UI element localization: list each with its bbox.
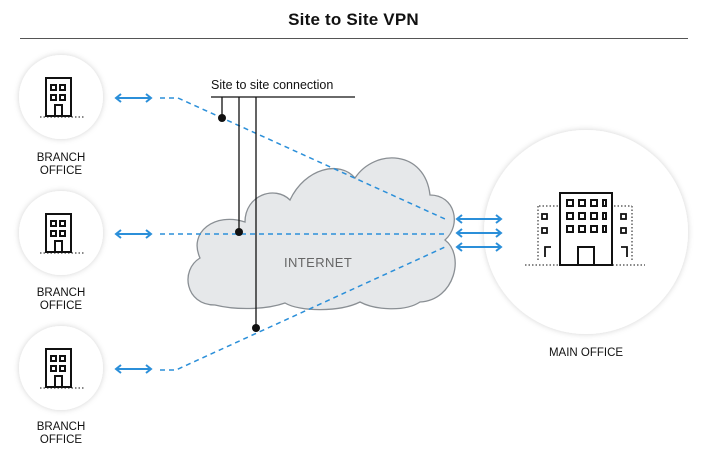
branch-office-label: BRANCH OFFICE <box>36 287 86 312</box>
internet-label: INTERNET <box>284 255 353 270</box>
diagram-title: Site to Site VPN <box>288 10 419 29</box>
branch-office-1 <box>19 55 103 139</box>
branch-office-3 <box>19 326 103 410</box>
vpn-tunnel-1 <box>160 97 446 220</box>
main-office <box>484 130 688 334</box>
building-icon <box>45 348 72 388</box>
internet-cloud <box>187 157 456 311</box>
branch-office-label: BRANCH OFFICE <box>36 421 86 446</box>
main-office-label: MAIN OFFICE <box>548 347 624 359</box>
main-office-arrows <box>455 214 503 252</box>
branch-arrows <box>114 93 153 374</box>
connection-markers <box>218 114 260 332</box>
connection-label: Site to site connection <box>211 78 334 92</box>
side-building-icon <box>541 213 628 257</box>
title-divider <box>20 38 688 39</box>
building-icon <box>45 77 72 117</box>
branch-office-2 <box>19 191 103 275</box>
building-icon <box>45 213 72 253</box>
branch-office-label: BRANCH OFFICE <box>36 152 86 177</box>
